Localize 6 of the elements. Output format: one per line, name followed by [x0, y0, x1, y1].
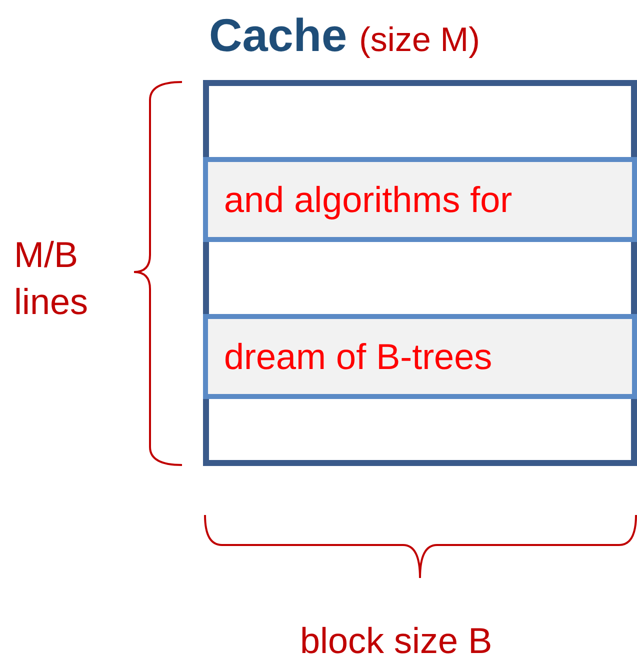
cache-title: Cache: [209, 8, 348, 62]
block-size-label: block size B: [300, 619, 494, 663]
lines-count-label: M/B lines: [14, 233, 90, 324]
line-text: and algorithms for: [224, 178, 512, 220]
size-note: (size M): [359, 21, 480, 60]
line-text: dream of B-trees: [224, 336, 492, 378]
